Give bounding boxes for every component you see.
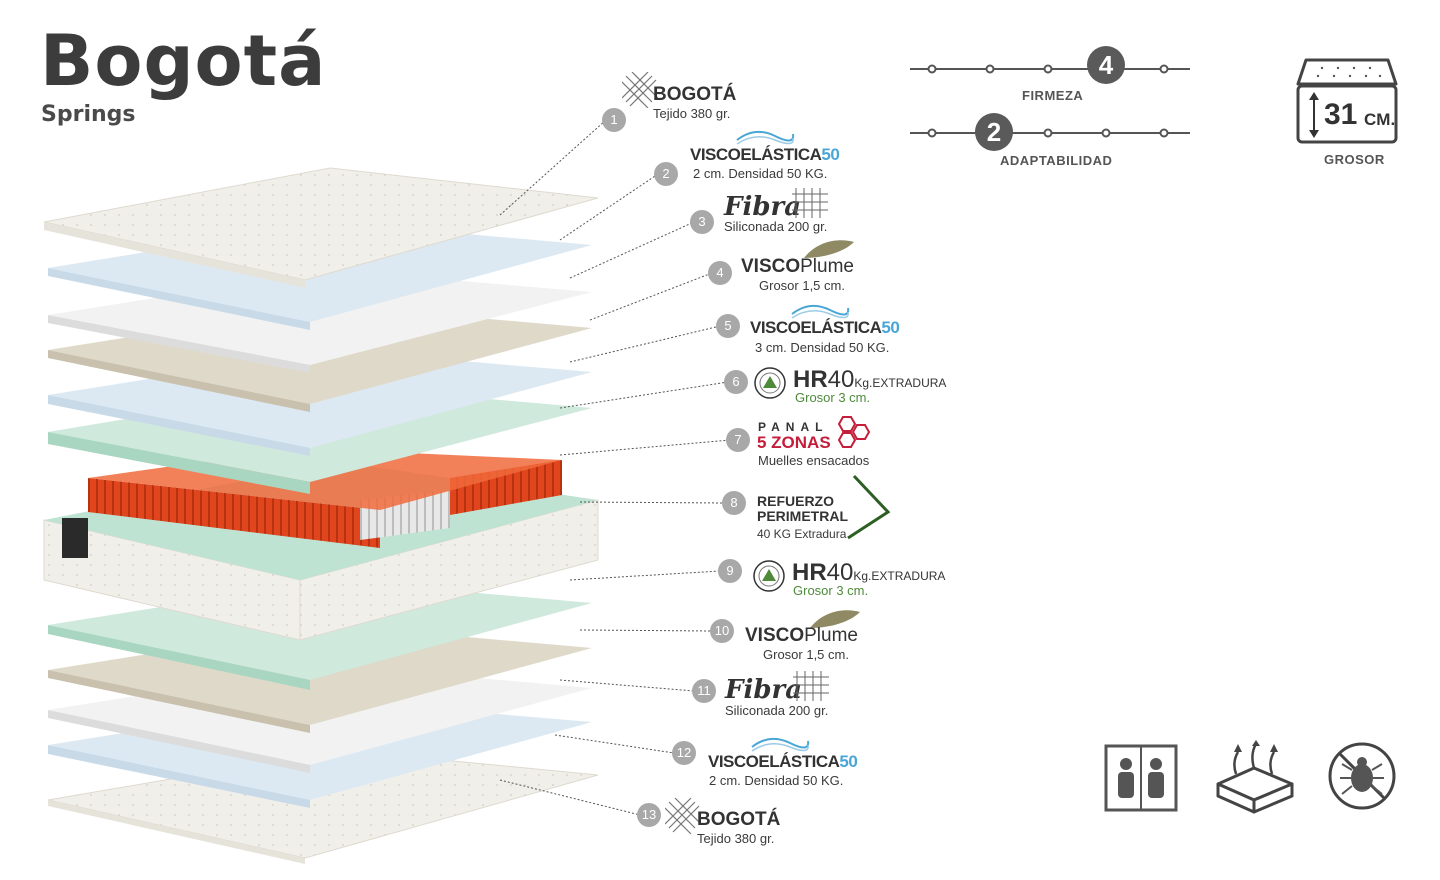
visco-text: VISCO <box>745 625 805 646</box>
layer-13-title: BOGOTÁ <box>697 809 781 830</box>
layer-badge-1: 1 <box>602 108 626 132</box>
layer-5-desc: 3 cm. Densidad 50 KG. <box>755 340 890 355</box>
hr-unit: Kg. <box>853 569 872 583</box>
visco-density: 50 <box>881 318 900 337</box>
feather-icon <box>810 610 860 628</box>
layer-badge-12: 12 <box>672 741 696 765</box>
layer-12-desc: 2 cm. Densidad 50 KG. <box>709 773 844 788</box>
layer-12-title: VISCOELÁSTICA50 <box>708 752 858 772</box>
layer-badge-2: 2 <box>654 162 678 186</box>
adaptabilidad-label: ADAPTABILIDAD <box>1000 153 1113 168</box>
fabric-mesh-icon <box>622 72 658 108</box>
refuerzo-text: REFUERZO <box>757 493 834 509</box>
hr-density: 40 <box>827 366 855 393</box>
layer-1-title: BOGOTÁ <box>653 84 737 105</box>
layer-3-desc: Siliconada 200 gr. <box>724 219 828 234</box>
honeycomb-icon <box>837 416 870 448</box>
thickness-value: 31 <box>1324 98 1358 131</box>
anti-mite-icon <box>1328 742 1396 810</box>
layer-badge-9: 9 <box>718 559 742 583</box>
layer-badge-5: 5 <box>716 314 740 338</box>
hr-extradura: EXTRADURA <box>872 376 947 390</box>
perimetral-text: PERIMETRAL <box>757 508 848 524</box>
hr-text: HR <box>792 559 827 586</box>
brand-title: Bogotá <box>40 20 327 102</box>
layer-4-title: VISCOPlume <box>741 256 854 278</box>
layer-7-title-bottom: 5 ZONAS <box>757 433 831 452</box>
fiber-grid-icon <box>793 671 829 701</box>
layer-3-title: Fibra <box>724 192 802 222</box>
hr-foam-icon <box>754 367 786 399</box>
layer-10-title: VISCOPlume <box>745 625 858 647</box>
hr-extradura: EXTRADURA <box>871 569 946 583</box>
layer-badge-13: 13 <box>637 803 661 827</box>
layer-badge-3: 3 <box>690 210 714 234</box>
hr-unit: Kg. <box>854 376 873 390</box>
feather-icon <box>804 240 854 258</box>
layer-9-desc: Grosor 3 cm. <box>793 583 869 598</box>
layer-badge-11: 11 <box>692 679 716 703</box>
layer-1-cover-top <box>43 167 599 288</box>
hr-text: HR <box>793 366 828 393</box>
layer-5-title: VISCOELÁSTICA50 <box>750 318 900 338</box>
wave-icon <box>791 304 850 319</box>
brand-subtitle: Springs <box>41 102 136 127</box>
two-person-icon <box>1104 744 1178 812</box>
mattress-thickness-icon <box>1296 58 1398 144</box>
visco-density: 50 <box>821 145 840 164</box>
visco-density: 50 <box>839 752 858 771</box>
layer-2-title: VISCOELÁSTICA50 <box>690 145 840 165</box>
connector-lines <box>499 119 731 816</box>
thickness-label: GROSOR <box>1324 152 1385 167</box>
firmeza-label: FIRMEZA <box>1022 88 1084 103</box>
fiber-grid-icon <box>792 188 828 218</box>
plume-text: Plume <box>800 256 854 277</box>
breathable-icon <box>1216 740 1294 814</box>
brand-label-icon <box>62 518 88 558</box>
plume-text: Plume <box>804 625 858 646</box>
thickness-unit: CM. <box>1364 110 1396 129</box>
adaptabilidad-value-badge: 2 <box>975 113 1013 151</box>
visco-text: VISCOELÁSTICA <box>708 752 840 771</box>
layer-4-desc: Grosor 1,5 cm. <box>759 278 845 293</box>
layer-6-title: HR40Kg.EXTRADURA <box>793 366 946 394</box>
layer-badge-7: 7 <box>726 428 750 452</box>
layer-7-desc: Muelles ensacados <box>758 453 870 468</box>
layer-13-desc: Tejido 380 gr. <box>697 831 775 846</box>
visco-text: VISCO <box>741 256 801 277</box>
wave-icon <box>736 130 795 145</box>
layer-10-desc: Grosor 1,5 cm. <box>763 647 849 662</box>
layer-badge-10: 10 <box>710 619 734 643</box>
firmeza-value-badge: 4 <box>1087 46 1125 84</box>
layer-badge-8: 8 <box>722 491 746 515</box>
visco-text: VISCOELÁSTICA <box>690 145 822 164</box>
hr-density: 40 <box>826 559 854 586</box>
visco-text: VISCOELÁSTICA <box>750 318 882 337</box>
layer-11-title: Fibra <box>725 675 803 705</box>
layer-8-desc: 40 KG Extradura <box>757 527 847 541</box>
layer-9-title: HR40Kg.EXTRADURA <box>792 559 945 587</box>
layer-2-desc: 2 cm. Densidad 50 KG. <box>693 166 828 181</box>
layer-badge-4: 4 <box>708 261 732 285</box>
layer-7-title-top: PANAL <box>758 420 829 434</box>
layer-6-desc: Grosor 3 cm. <box>795 390 871 405</box>
layer-badge-6: 6 <box>724 370 748 394</box>
rating-scales <box>910 64 1190 138</box>
perimeter-frame-icon <box>847 474 891 540</box>
layer-11-desc: Siliconada 200 gr. <box>725 703 829 718</box>
layer-1-desc: Tejido 380 gr. <box>653 106 731 121</box>
hr-foam-icon <box>753 560 785 592</box>
wave-icon <box>751 737 810 752</box>
fabric-mesh-icon <box>665 798 701 834</box>
